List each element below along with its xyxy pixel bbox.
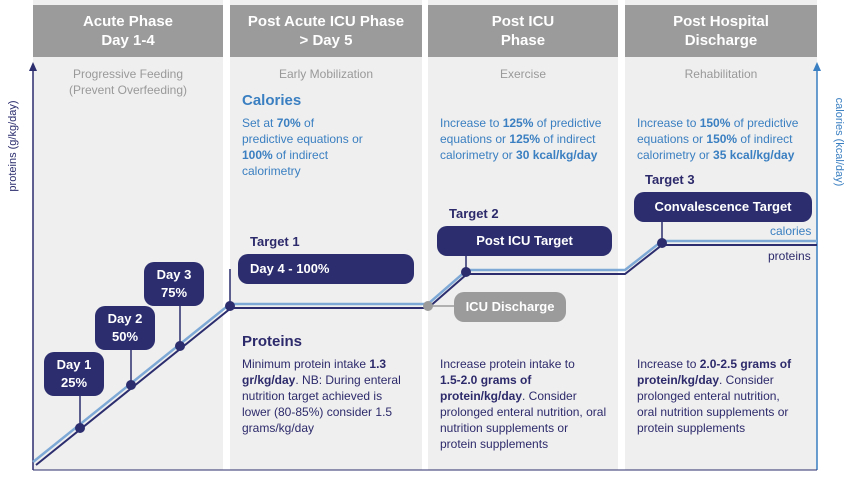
proteins-text-post-acute: Minimum protein intake 1.3 gr/kg/day. NB… — [242, 357, 401, 435]
target1-box: Day 4 - 100% — [238, 254, 414, 284]
phase-subtitle-post-hospital: Rehabilitation — [625, 66, 817, 82]
dot-day2 — [126, 380, 136, 390]
proteins-text-post-hospital: Increase to 2.0-2.5 grams of protein/kg/… — [637, 357, 792, 435]
left-axis-label: proteins (g/kg/day) — [7, 100, 19, 192]
phase-header-post-icu: Post ICU Phase — [428, 5, 618, 57]
target3-box: Convalescence Target — [634, 192, 812, 222]
phase-column-post-hospital — [625, 0, 817, 470]
target1-label: Target 1 — [250, 234, 300, 249]
right-axis-arrow — [813, 62, 821, 71]
dot-target1 — [225, 301, 235, 311]
phase-header-acute: Acute Phase Day 1-4 — [33, 5, 223, 57]
phase-subtitle-post-acute: Early Mobilization — [230, 66, 422, 82]
calories-text-post-hospital: Increase to 150% of predictive equations… — [637, 116, 799, 162]
subtitle-line1: Early Mobilization — [278, 67, 374, 81]
calories-line-label: calories — [770, 224, 812, 238]
calories-text-post-acute: Set at 70% of predictive equations or 10… — [242, 116, 363, 178]
phase-title-line1: Post Hospital — [673, 13, 769, 30]
calories-text-post-icu: Increase to 125% of predictive equations… — [440, 116, 602, 162]
left-axis-arrow — [29, 62, 37, 71]
icu-discharge-box: ICU Discharge — [454, 292, 566, 322]
proteins-line-label: proteins — [768, 249, 811, 263]
phase-title-line2: > Day 5 — [299, 32, 353, 49]
phase-title-line2: Discharge — [684, 32, 758, 49]
proteins-text-post-icu: Increase protein intake to 1.5-2.0 grams… — [440, 357, 607, 451]
target2-label: Target 2 — [449, 206, 499, 221]
phase-title-line2: Day 1-4 — [101, 32, 155, 49]
dot-target2 — [461, 267, 471, 277]
dot-icu-discharge — [423, 301, 433, 311]
target2-box: Post ICU Target — [437, 226, 612, 256]
dot-day3 — [175, 341, 185, 351]
dot-day1 — [75, 423, 85, 433]
dot-target3 — [657, 238, 667, 248]
calories-heading: Calories — [242, 92, 302, 109]
subtitle-line1: Rehabilitation — [684, 67, 758, 81]
phase-title-line1: Post ICU — [491, 13, 555, 30]
subtitle-line1: Exercise — [499, 67, 546, 81]
subtitle-line1: Progressive Feeding — [72, 67, 184, 81]
phase-subtitle-post-icu: Exercise — [428, 66, 618, 82]
target3-label: Target 3 — [645, 172, 695, 187]
right-axis-label: calories (kcal/day) — [833, 97, 845, 187]
subtitle-line2: (Prevent Overfeeding) — [68, 83, 188, 97]
phase-subtitle-acute: Progressive Feeding (Prevent Overfeeding… — [33, 66, 223, 98]
phase-title-line2: Phase — [500, 32, 546, 49]
phase-title-line1: Post Acute ICU Phase — [247, 13, 405, 30]
phase-column-post-acute — [230, 0, 422, 470]
phase-title-line1: Acute Phase — [82, 13, 174, 30]
proteins-heading: Proteins — [242, 333, 303, 350]
phase-header-post-hospital: Post Hospital Discharge — [625, 5, 817, 57]
phase-header-post-acute: Post Acute ICU Phase > Day 5 — [230, 5, 422, 57]
